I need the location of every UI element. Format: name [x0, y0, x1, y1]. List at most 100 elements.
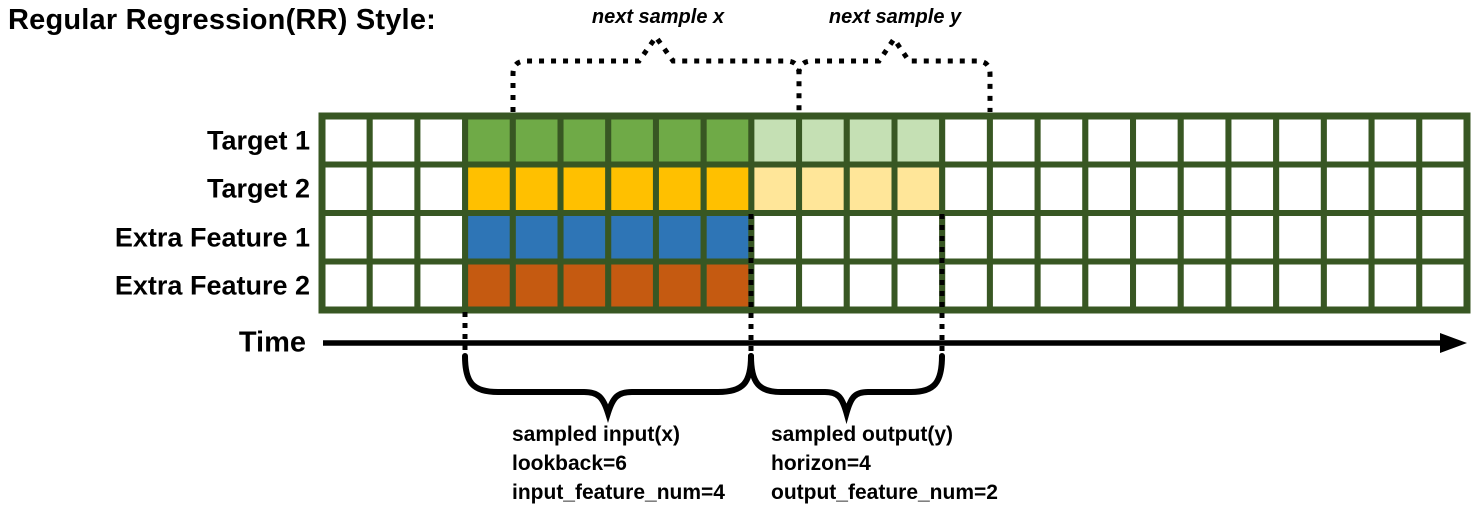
- grid-cell: [796, 161, 850, 216]
- grid-cell: [891, 161, 946, 216]
- grid-cell: [1416, 210, 1471, 265]
- time-axis-label: Time: [238, 326, 306, 359]
- sampled-input-title: sampled input(x): [512, 423, 681, 446]
- grid-cell: [891, 258, 946, 313]
- grid-cell: [1416, 113, 1471, 168]
- lookback-value: lookback=6: [512, 452, 627, 475]
- grid-cell: [1034, 113, 1089, 168]
- grid-cell: [986, 210, 1041, 265]
- sampled-input-text-block: sampled input(x) lookback=6 input_featur…: [512, 420, 725, 507]
- grid-cell: [1225, 113, 1280, 168]
- grid-cell: [700, 258, 755, 313]
- output-feature-num-value: output_feature_num=2: [771, 481, 998, 504]
- grid-cell: [1273, 113, 1327, 168]
- grid-cell: [605, 258, 659, 313]
- grid-cell: [700, 113, 755, 168]
- input-feature-num-value: input_feature_num=4: [512, 481, 725, 504]
- grid-cell: [748, 210, 803, 265]
- next-sample-x-label: next sample x: [591, 6, 725, 28]
- grid-cell: [843, 258, 898, 313]
- grid-cell: [1034, 210, 1089, 265]
- grid-cell: [462, 161, 516, 216]
- grid-cell: [891, 210, 946, 265]
- grid-cell: [796, 210, 850, 265]
- grid-cell: [1273, 258, 1327, 313]
- grid-cell: [986, 258, 1041, 313]
- grid-cell: [414, 258, 469, 313]
- grid-cell: [796, 113, 850, 168]
- grid-cell: [319, 210, 373, 265]
- grid-cell: [366, 161, 421, 216]
- grid-cell: [557, 161, 612, 216]
- grid-cell: [939, 113, 993, 168]
- grid-cell: [509, 258, 564, 313]
- grid-cell: [700, 210, 755, 265]
- grid-cell: [939, 258, 993, 313]
- grid-cell: [1320, 113, 1375, 168]
- row-label-target-2: Target 2: [206, 173, 310, 204]
- grid-cell: [986, 161, 1041, 216]
- grid-cell: [1416, 161, 1471, 216]
- grid-cell: [1320, 258, 1375, 313]
- grid-cell: [557, 210, 612, 265]
- grid-cell: [1368, 210, 1423, 265]
- grid-cell: [366, 113, 421, 168]
- grid-cell: [1368, 161, 1423, 216]
- grid-cell: [1082, 161, 1137, 216]
- grid-cell: [700, 161, 755, 216]
- grid-cells: [319, 113, 1471, 313]
- grid-cell: [414, 210, 469, 265]
- grid-cell: [462, 210, 516, 265]
- row-label-extra-feature-2: Extra Feature 2: [114, 270, 310, 301]
- grid-cell: [1225, 210, 1280, 265]
- grid-cell: [462, 258, 516, 313]
- grid-cell: [843, 113, 898, 168]
- next-sample-x-dotted-brace: [510, 32, 802, 112]
- sampled-output-title: sampled output(y): [771, 423, 953, 446]
- grid-outer-border: [318, 112, 1471, 314]
- row-label-target-1: Target 1: [206, 125, 310, 156]
- next-sample-y-dotted-brace: [796, 34, 993, 112]
- grid-cell: [509, 113, 564, 168]
- next-sample-y-label: next sample y: [828, 6, 962, 28]
- grid-cell: [414, 161, 469, 216]
- grid-cell: [319, 113, 373, 168]
- grid-cell: [891, 113, 946, 168]
- grid-cell: [1320, 210, 1375, 265]
- grid-cell: [748, 258, 803, 313]
- grid-cell: [652, 113, 707, 168]
- grid-cell: [1225, 161, 1280, 216]
- grid-cell: [1368, 113, 1423, 168]
- grid-cell: [652, 258, 707, 313]
- grid-cell: [1416, 258, 1471, 313]
- grid-cell: [605, 210, 659, 265]
- grid-cell: [843, 210, 898, 265]
- grid-cell: [1130, 161, 1184, 216]
- grid-cell: [1177, 258, 1232, 313]
- grid-cell: [605, 161, 659, 216]
- grid-cell: [796, 258, 850, 313]
- grid-cell: [652, 210, 707, 265]
- grid-cell: [1273, 161, 1327, 216]
- grid-cell: [1034, 161, 1089, 216]
- grid-cell: [939, 210, 993, 265]
- grid-cell: [939, 161, 993, 216]
- grid-cell: [557, 258, 612, 313]
- grid-cell: [509, 210, 564, 265]
- grid-cell: [843, 161, 898, 216]
- grid-cell: [557, 113, 612, 168]
- sampled-input-brace: [462, 353, 754, 424]
- grid-cell: [748, 113, 803, 168]
- grid-cell: [986, 113, 1041, 168]
- grid-cell: [1130, 258, 1184, 313]
- grid-cell: [605, 113, 659, 168]
- grid-cell: [1320, 161, 1375, 216]
- row-label-extra-feature-1: Extra Feature 1: [114, 222, 310, 253]
- diagram-title: Regular Regression(RR) Style:: [8, 4, 436, 36]
- grid-cell: [1177, 210, 1232, 265]
- grid-cell: [1082, 210, 1137, 265]
- grid-cell: [366, 258, 421, 313]
- grid-cell: [319, 161, 373, 216]
